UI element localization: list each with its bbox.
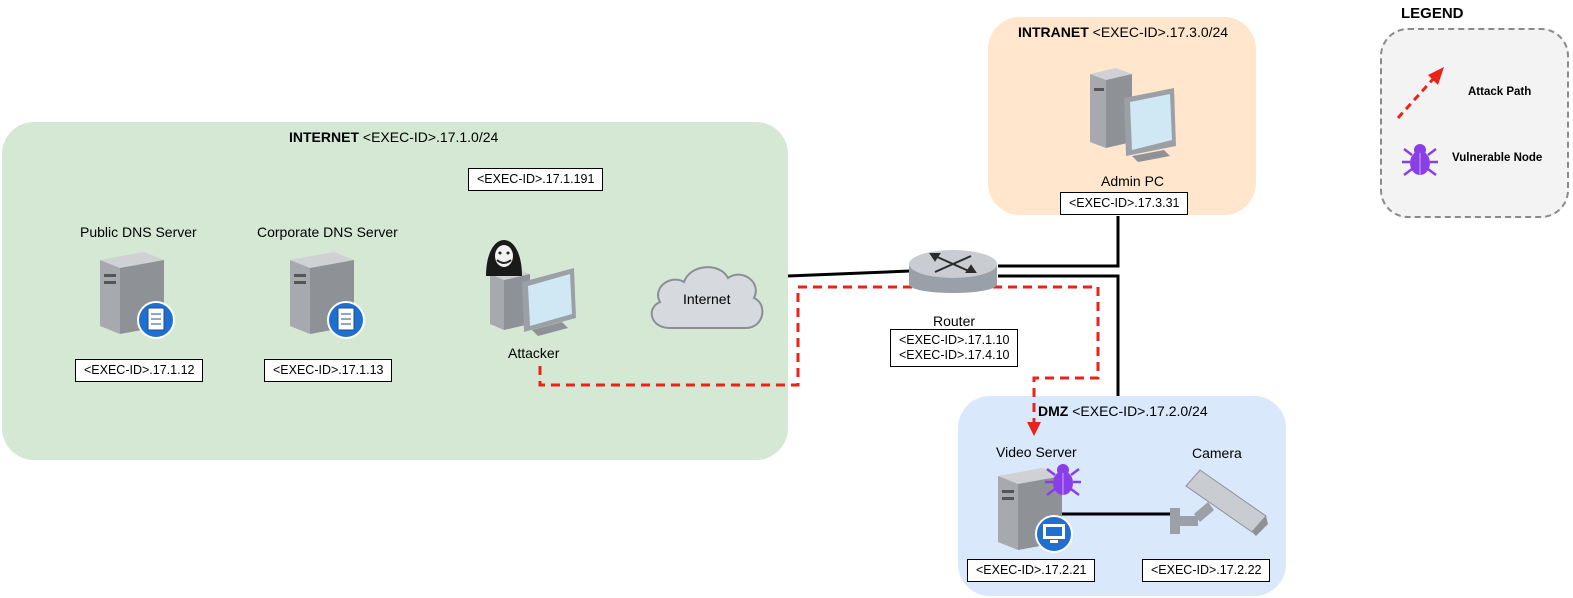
attack-path-arrowhead bbox=[1027, 422, 1041, 436]
security-camera-icon[interactable] bbox=[1166, 466, 1272, 543]
link-router-dmz bbox=[998, 274, 1120, 396]
admin-pc-label: Admin PC bbox=[1101, 173, 1165, 189]
corporate-dns-label: Corporate DNS Server bbox=[257, 224, 398, 240]
link-router-adminpc bbox=[998, 216, 1120, 268]
internet-zone-name: INTERNET bbox=[289, 129, 359, 145]
dmz-zone-title: DMZ <EXEC-ID>.17.2.0/24 bbox=[1038, 403, 1208, 419]
dmz-zone-name: DMZ bbox=[1038, 403, 1069, 419]
internet-zone-subnet: <EXEC-ID>.17.1.0/24 bbox=[362, 129, 499, 145]
dns-server-icon[interactable] bbox=[288, 250, 370, 347]
attacker-ip: <EXEC-ID>.17.1.191 bbox=[468, 168, 604, 191]
internet-cloud-label: Internet bbox=[683, 291, 731, 307]
legend-title: LEGEND bbox=[1401, 5, 1464, 22]
router-icon[interactable] bbox=[907, 244, 1001, 309]
legend-vulnerable-node-label: Vulnerable Node bbox=[1452, 152, 1543, 164]
internet-zone-title: INTERNET <EXEC-ID>.17.1.0/24 bbox=[289, 129, 498, 145]
dashed-red-arrow-icon bbox=[1394, 64, 1450, 127]
dns-server-icon[interactable] bbox=[98, 250, 180, 347]
dmz-zone-subnet: <EXEC-ID>.17.2.0/24 bbox=[1072, 403, 1208, 419]
attacker-label: Attacker bbox=[508, 345, 560, 361]
admin-pc-ip: <EXEC-ID>.17.3.31 bbox=[1060, 192, 1189, 215]
corporate-dns-ip: <EXEC-ID>.17.1.13 bbox=[264, 359, 393, 382]
cloud-icon bbox=[642, 258, 768, 345]
intranet-zone-title: INTRANET <EXEC-ID>.17.3.0/24 bbox=[1018, 24, 1228, 40]
camera-label: Camera bbox=[1192, 445, 1242, 461]
legend-panel bbox=[1380, 28, 1569, 218]
router-ip-2: <EXEC-ID>.17.4.10 bbox=[899, 348, 1010, 362]
video-server-ip: <EXEC-ID>.17.2.21 bbox=[967, 559, 1096, 582]
purple-bug-icon bbox=[1400, 141, 1440, 186]
camera-ip: <EXEC-ID>.17.2.22 bbox=[1142, 559, 1271, 582]
router-label: Router bbox=[933, 313, 976, 329]
video-server-icon[interactable] bbox=[996, 466, 1076, 561]
link-internet-router bbox=[787, 269, 911, 278]
router-ip-1: <EXEC-ID>.17.1.10 bbox=[899, 333, 1010, 347]
intranet-zone-name: INTRANET bbox=[1018, 24, 1089, 40]
vulnerable-bug-icon bbox=[1043, 461, 1083, 506]
public-dns-label: Public DNS Server bbox=[80, 224, 197, 240]
workstation-icon[interactable] bbox=[1086, 64, 1182, 173]
router-ip-box: <EXEC-ID>.17.1.10 <EXEC-ID>.17.4.10 bbox=[890, 329, 1019, 367]
legend-attack-path-label: Attack Path bbox=[1468, 86, 1532, 98]
public-dns-ip: <EXEC-ID>.17.1.12 bbox=[75, 359, 204, 382]
hacker-pc-icon[interactable] bbox=[482, 234, 582, 347]
video-server-label: Video Server bbox=[996, 444, 1077, 460]
intranet-zone-subnet: <EXEC-ID>.17.3.0/24 bbox=[1092, 24, 1229, 40]
